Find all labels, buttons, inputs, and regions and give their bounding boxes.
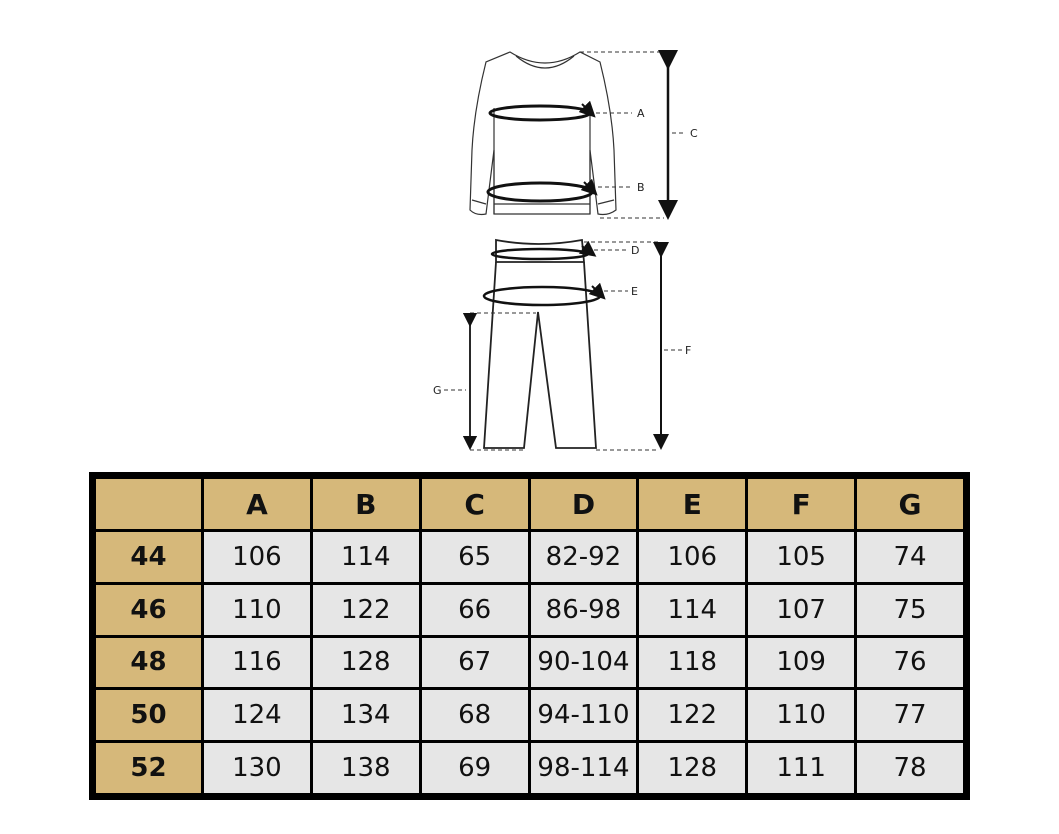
table-cell: 67	[418, 634, 531, 691]
table-cell: 78	[854, 740, 966, 796]
column-header-A: A	[201, 476, 313, 532]
table-cell: 124	[201, 687, 313, 744]
table-cell: 134	[309, 687, 422, 744]
table-header-row: A B C D E F G	[93, 476, 966, 532]
table-cell: 128	[636, 740, 749, 796]
measure-G-arrow: G	[433, 312, 536, 451]
column-header-E: E	[636, 476, 749, 532]
table-cell: 94-110	[527, 687, 640, 744]
table-cell: 65	[418, 529, 531, 585]
table-cell: 110	[201, 581, 313, 638]
label-F: F	[685, 344, 691, 357]
table-cell: 118	[636, 634, 749, 691]
size-label: 48	[93, 634, 204, 691]
table-cell: 107	[745, 581, 858, 638]
table-cell: 98-114	[527, 740, 640, 796]
table-cell: 66	[418, 581, 531, 638]
measure-E-loop: E	[482, 282, 638, 307]
table-corner-cell	[93, 476, 204, 532]
table-cell: 90-104	[527, 634, 640, 691]
column-header-F: F	[745, 476, 858, 532]
table-cell: 69	[418, 740, 531, 796]
label-A: A	[637, 107, 645, 120]
label-G: G	[433, 384, 442, 397]
size-label: 52	[93, 740, 204, 796]
measure-B-loop: B	[486, 178, 645, 203]
size-chart-table-frame: A B C D E F G 44 106 114 65 82-92 106 10…	[89, 472, 970, 800]
garment-measurement-diagram: A B C D E F	[433, 50, 698, 451]
table-cell: 114	[309, 529, 422, 585]
table-cell: 68	[418, 687, 531, 744]
table-cell: 74	[854, 529, 966, 585]
shirt-drawing	[469, 51, 617, 216]
label-E: E	[631, 285, 638, 298]
table-cell: 76	[854, 634, 966, 691]
measure-D-loop: D	[490, 240, 639, 261]
column-header-D: D	[527, 476, 640, 532]
column-header-C: C	[418, 476, 531, 532]
pants-drawing	[483, 238, 597, 449]
table-row: 50 124 134 68 94-110 122 110 77	[93, 687, 966, 744]
table-cell: 138	[309, 740, 422, 796]
table-cell: 75	[854, 581, 966, 638]
column-header-B: B	[309, 476, 422, 532]
table-cell: 82-92	[527, 529, 640, 585]
table-cell: 106	[636, 529, 749, 585]
table-cell: 122	[636, 687, 749, 744]
table-cell: 111	[745, 740, 858, 796]
table-cell: 110	[745, 687, 858, 744]
table-cell: 105	[745, 529, 858, 585]
table-cell: 122	[309, 581, 422, 638]
size-label: 46	[93, 581, 204, 638]
label-C: C	[690, 127, 698, 140]
table-cell: 77	[854, 687, 966, 744]
label-D: D	[631, 244, 639, 257]
table-cell: 86-98	[527, 581, 640, 638]
table-cell: 128	[309, 634, 422, 691]
size-label: 44	[93, 529, 204, 585]
table-row: 44 106 114 65 82-92 106 105 74	[93, 529, 966, 585]
size-label: 50	[93, 687, 204, 744]
table-row: 52 130 138 69 98-114 128 111 78	[93, 740, 966, 796]
table-cell: 106	[201, 529, 313, 585]
table-cell: 130	[201, 740, 313, 796]
table-cell: 109	[745, 634, 858, 691]
column-header-G: G	[854, 476, 966, 532]
measure-C-arrow: C	[580, 50, 698, 220]
table-row: 46 110 122 66 86-98 114 107 75	[93, 581, 966, 638]
table-cell: 114	[636, 581, 749, 638]
table-row: 48 116 128 67 90-104 118 109 76	[93, 634, 966, 691]
measure-F-arrow: F	[584, 241, 691, 451]
label-B: B	[637, 181, 645, 194]
table-cell: 116	[201, 634, 313, 691]
measure-A-loop: A	[488, 100, 645, 122]
size-chart-table: A B C D E F G 44 106 114 65 82-92 106 10…	[93, 476, 966, 796]
